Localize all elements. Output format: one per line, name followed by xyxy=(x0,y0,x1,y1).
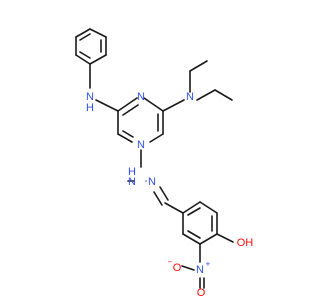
atom-n-triazine-top: N xyxy=(137,91,145,103)
bond-double xyxy=(153,191,163,206)
bond xyxy=(196,89,216,101)
bond xyxy=(214,89,233,101)
atom-n-nitro: N xyxy=(196,264,204,276)
bonds xyxy=(75,28,234,289)
bond xyxy=(143,97,164,112)
bond xyxy=(199,233,218,245)
bond xyxy=(164,202,184,214)
atom-n-amino: N xyxy=(86,91,94,103)
atom-n-triazine-bottom: N xyxy=(137,139,145,151)
bond xyxy=(189,60,208,72)
bond xyxy=(117,97,138,112)
atom-o-nitro-1: O xyxy=(173,262,182,274)
bond xyxy=(182,233,201,245)
bond xyxy=(75,28,91,38)
atom-labels: N H N N N H N N OH N + O − O xyxy=(86,91,253,299)
bond-inner xyxy=(187,230,201,239)
bond xyxy=(181,265,195,271)
atom-h-amino: H xyxy=(86,102,94,114)
bond xyxy=(95,99,119,112)
structure-diagram: N H N N N H N N OH N + O − O xyxy=(75,28,253,299)
bond xyxy=(75,54,91,65)
bond xyxy=(89,54,107,65)
bond-inner xyxy=(79,33,91,41)
bond-inner xyxy=(122,104,139,116)
bond-inner xyxy=(122,130,134,138)
bond xyxy=(159,186,169,201)
atom-n-hydrazone-1: N xyxy=(128,176,136,188)
bond xyxy=(89,28,107,38)
bond-inner xyxy=(187,207,201,216)
bond-inner xyxy=(79,51,91,59)
bond xyxy=(216,233,234,243)
atom-oh: OH xyxy=(237,237,254,249)
atom-n-diethylamino: N xyxy=(186,91,194,103)
charge-plus: + xyxy=(206,260,211,269)
atom-h-hydrazone: H xyxy=(128,166,136,178)
atom-n-hydrazone-2: N xyxy=(148,176,156,188)
bond xyxy=(162,99,185,112)
bond xyxy=(199,201,218,214)
atom-o-nitro-2: O xyxy=(197,287,206,299)
bond xyxy=(149,133,164,143)
charge-minus: − xyxy=(168,258,173,267)
bond xyxy=(182,201,201,214)
bond xyxy=(117,133,133,143)
